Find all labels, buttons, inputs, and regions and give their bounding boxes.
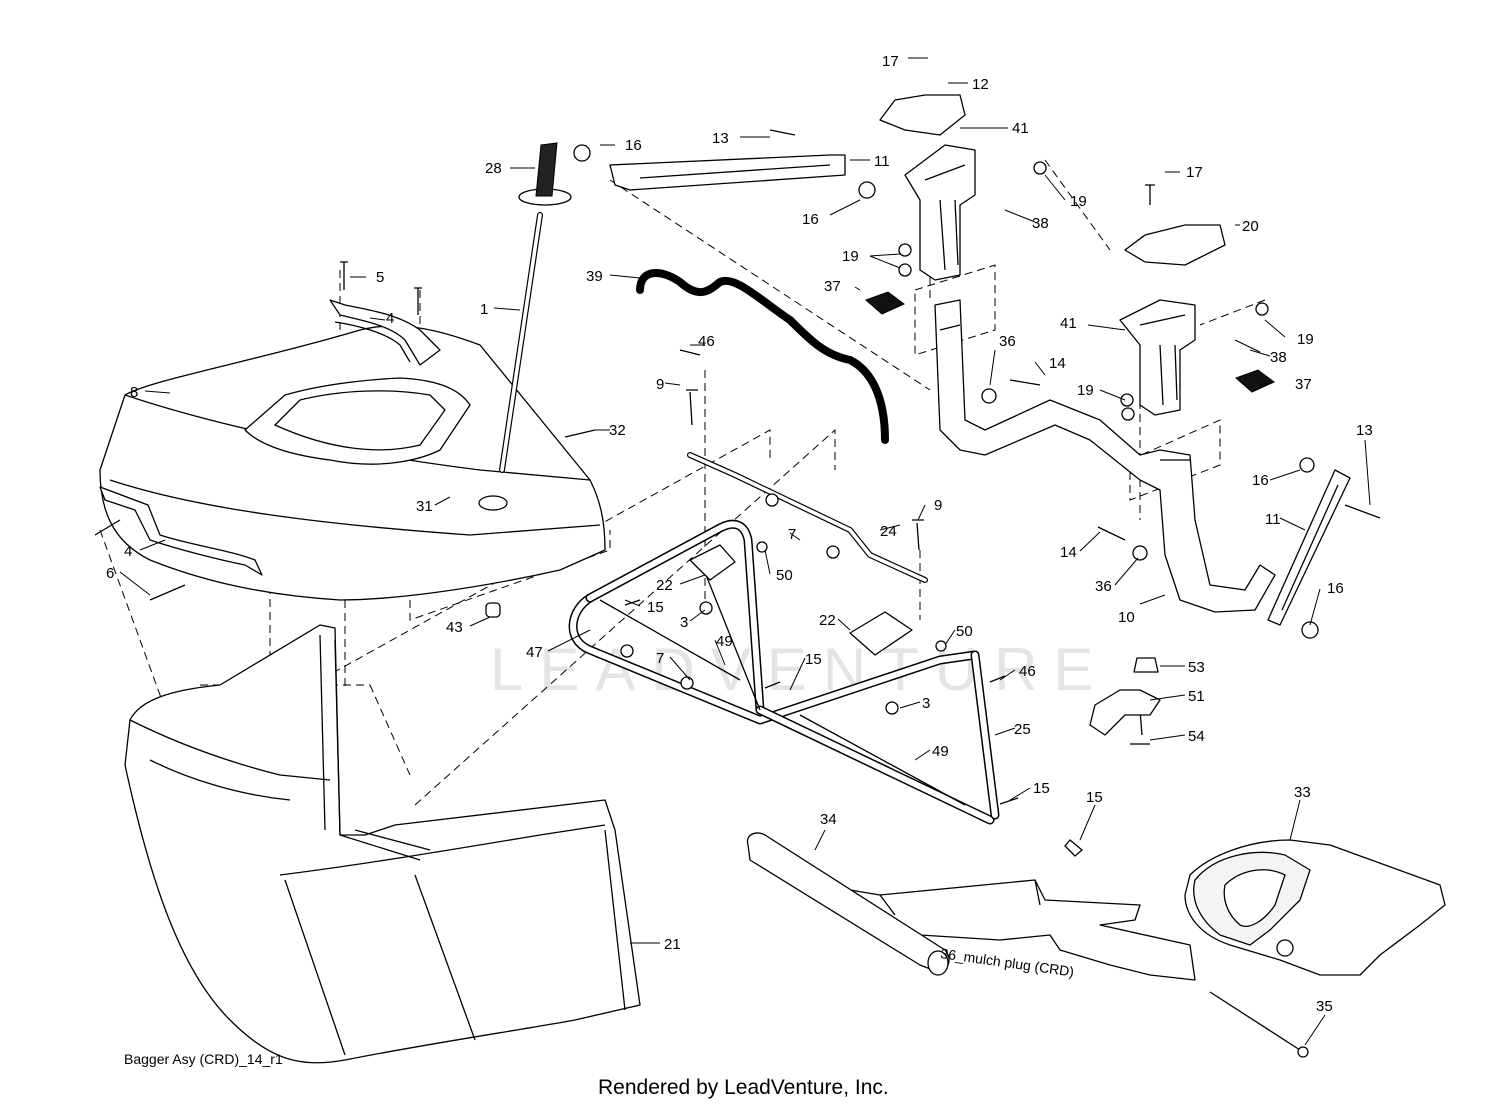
callout-37a: 37 bbox=[824, 278, 841, 295]
callout-19a: 19 bbox=[1070, 193, 1087, 210]
callout-17b: 17 bbox=[1186, 164, 1203, 181]
cotter-pins bbox=[1064, 839, 1084, 857]
callout-14a: 14 bbox=[1049, 355, 1066, 372]
callout-10: 10 bbox=[1118, 609, 1135, 626]
callout-41a: 41 bbox=[1012, 120, 1029, 137]
callout-7a: 7 bbox=[788, 526, 796, 543]
callout-13a: 13 bbox=[712, 130, 729, 147]
support-bar-11-right bbox=[1267, 469, 1351, 626]
callout-labels: 17 12 41 13 11 16 16 28 19 38 17 20 19 3… bbox=[106, 53, 1373, 1015]
callout-13b: 13 bbox=[1356, 422, 1373, 439]
callout-22a: 22 bbox=[656, 577, 673, 594]
callout-51: 51 bbox=[1188, 688, 1205, 705]
callout-43: 43 bbox=[446, 619, 463, 636]
callout-16d: 16 bbox=[1327, 580, 1344, 597]
callout-19d: 19 bbox=[1077, 382, 1094, 399]
mulch-plug bbox=[849, 879, 1196, 981]
cable-39 bbox=[636, 269, 889, 444]
callout-9b: 9 bbox=[934, 497, 942, 514]
footer-credit: Rendered by LeadVenture, Inc. bbox=[598, 1076, 889, 1099]
callout-39: 39 bbox=[586, 268, 603, 285]
lid-handle-top bbox=[329, 299, 441, 366]
mulch-pipe-34 bbox=[746, 832, 950, 976]
callout-35: 35 bbox=[1316, 998, 1333, 1015]
callout-20: 20 bbox=[1242, 218, 1259, 235]
callout-15d: 15 bbox=[1086, 789, 1103, 806]
pads-37 bbox=[865, 291, 1275, 393]
clip-12 bbox=[879, 94, 966, 136]
grass-bag bbox=[124, 624, 641, 1064]
callout-46b: 46 bbox=[1019, 663, 1036, 680]
support-bar-11 bbox=[609, 154, 846, 191]
frame-arm-10 bbox=[934, 299, 1276, 613]
handle-rod bbox=[499, 142, 572, 473]
callout-3b: 3 bbox=[922, 695, 930, 712]
mulch-plug-label: 36_mulch plug (CRD) bbox=[940, 945, 1076, 980]
callout-9a: 9 bbox=[656, 376, 664, 393]
callout-28: 28 bbox=[485, 160, 502, 177]
callout-6: 6 bbox=[106, 565, 114, 582]
callout-36a: 36 bbox=[999, 333, 1016, 350]
callout-16b: 16 bbox=[802, 211, 819, 228]
callout-16a: 16 bbox=[625, 137, 642, 154]
callout-38b: 38 bbox=[1270, 349, 1287, 366]
discharge-chute-33 bbox=[1184, 839, 1446, 976]
callout-12: 12 bbox=[972, 76, 989, 93]
callout-19b: 19 bbox=[842, 248, 859, 265]
callout-38a: 38 bbox=[1032, 215, 1049, 232]
leader-lines bbox=[119, 57, 1371, 1046]
callout-31: 31 bbox=[416, 498, 433, 515]
callout-15b: 15 bbox=[805, 651, 822, 668]
callout-15a: 15 bbox=[647, 599, 664, 616]
callout-22b: 22 bbox=[819, 612, 836, 629]
diagram-caption: Bagger Asy (CRD)_14_r1 bbox=[124, 1051, 283, 1067]
callout-21: 21 bbox=[664, 936, 681, 953]
callout-11b: 11 bbox=[1265, 511, 1281, 528]
callout-25: 25 bbox=[1014, 721, 1031, 738]
callout-50a: 50 bbox=[776, 567, 793, 584]
callout-4a: 4 bbox=[386, 310, 394, 327]
bag-frame bbox=[568, 519, 1000, 825]
bagger-lid bbox=[99, 325, 606, 601]
callout-3a: 3 bbox=[680, 614, 688, 631]
brackets-22 bbox=[689, 544, 913, 656]
callout-50b: 50 bbox=[956, 623, 973, 640]
mount-41-lower bbox=[1119, 299, 1196, 416]
callout-32: 32 bbox=[609, 422, 626, 439]
callout-37b: 37 bbox=[1295, 376, 1312, 393]
callout-14b: 14 bbox=[1060, 544, 1077, 561]
pin-35 bbox=[1209, 991, 1309, 1058]
latch-51 bbox=[1089, 689, 1161, 736]
callout-1: 1 bbox=[480, 301, 488, 318]
callout-15c: 15 bbox=[1033, 780, 1050, 797]
callout-17a: 17 bbox=[882, 53, 899, 70]
callout-16c: 16 bbox=[1252, 472, 1269, 489]
clip-20 bbox=[1124, 224, 1226, 266]
callout-19c: 19 bbox=[1297, 331, 1314, 348]
callout-11a: 11 bbox=[874, 153, 890, 170]
callout-41b: 41 bbox=[1060, 315, 1077, 332]
callout-5: 5 bbox=[376, 269, 384, 286]
callout-47: 47 bbox=[526, 644, 543, 661]
callout-49b: 49 bbox=[932, 743, 949, 760]
callout-8: 8 bbox=[130, 384, 138, 401]
callout-49a: 49 bbox=[716, 633, 733, 650]
callout-7b: 7 bbox=[656, 650, 664, 667]
nuts bbox=[485, 144, 1319, 715]
pivot-rod bbox=[687, 452, 928, 583]
mount-41-upper bbox=[904, 144, 976, 281]
lid-handle-side bbox=[99, 486, 263, 576]
callout-46a: 46 bbox=[698, 333, 715, 350]
callout-54: 54 bbox=[1188, 728, 1205, 745]
callout-4b: 4 bbox=[124, 543, 132, 560]
callout-33: 33 bbox=[1294, 784, 1311, 801]
callout-53: 53 bbox=[1188, 659, 1205, 676]
callout-34: 34 bbox=[820, 811, 837, 828]
callout-36b: 36 bbox=[1095, 578, 1112, 595]
callout-24: 24 bbox=[880, 523, 897, 540]
